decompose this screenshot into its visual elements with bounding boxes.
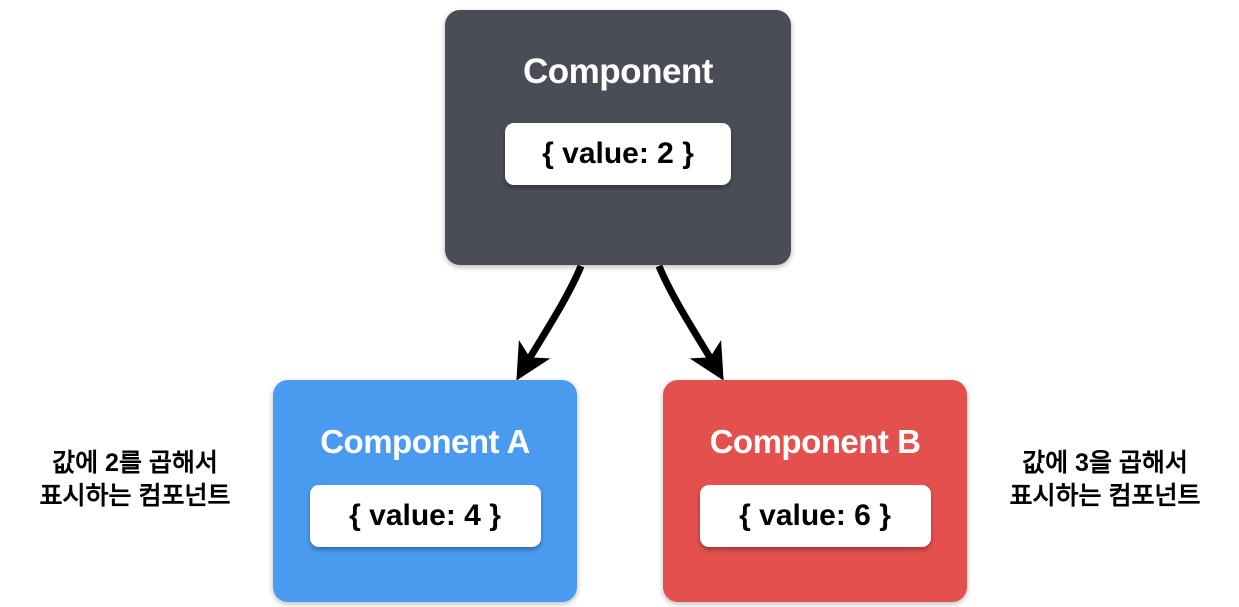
state-pill-b: { value: 6 }	[699, 485, 931, 547]
component-title-parent: Component	[523, 52, 713, 91]
component-title-a: Component A	[320, 423, 530, 460]
annotation-component-b-line2: 표시하는 컴포넌트	[1009, 482, 1201, 510]
connector-parent-to-component-a	[516, 264, 585, 381]
annotation-component-a-line2: 표시하는 컴포넌트	[39, 482, 231, 510]
state-pill-a: { value: 4 }	[309, 485, 541, 547]
component-box-a[interactable]: Component A { value: 4 }	[273, 380, 577, 602]
component-box-parent[interactable]: Component { value: 2 }	[445, 10, 791, 265]
annotation-component-b: 값에 3을 곱해서 표시하는 컴포넌트	[976, 447, 1234, 513]
annotation-component-b-line1: 값에 3을 곱해서	[1022, 449, 1188, 477]
connector-parent-to-component-b	[655, 264, 724, 381]
state-pill-parent: { value: 2 }	[505, 123, 731, 185]
component-title-b: Component B	[709, 423, 921, 460]
annotation-component-a-line1: 값에 2를 곱해서	[52, 449, 218, 477]
component-box-b[interactable]: Component B { value: 6 }	[663, 380, 967, 602]
annotation-component-a: 값에 2를 곱해서 표시하는 컴포넌트	[6, 447, 264, 513]
